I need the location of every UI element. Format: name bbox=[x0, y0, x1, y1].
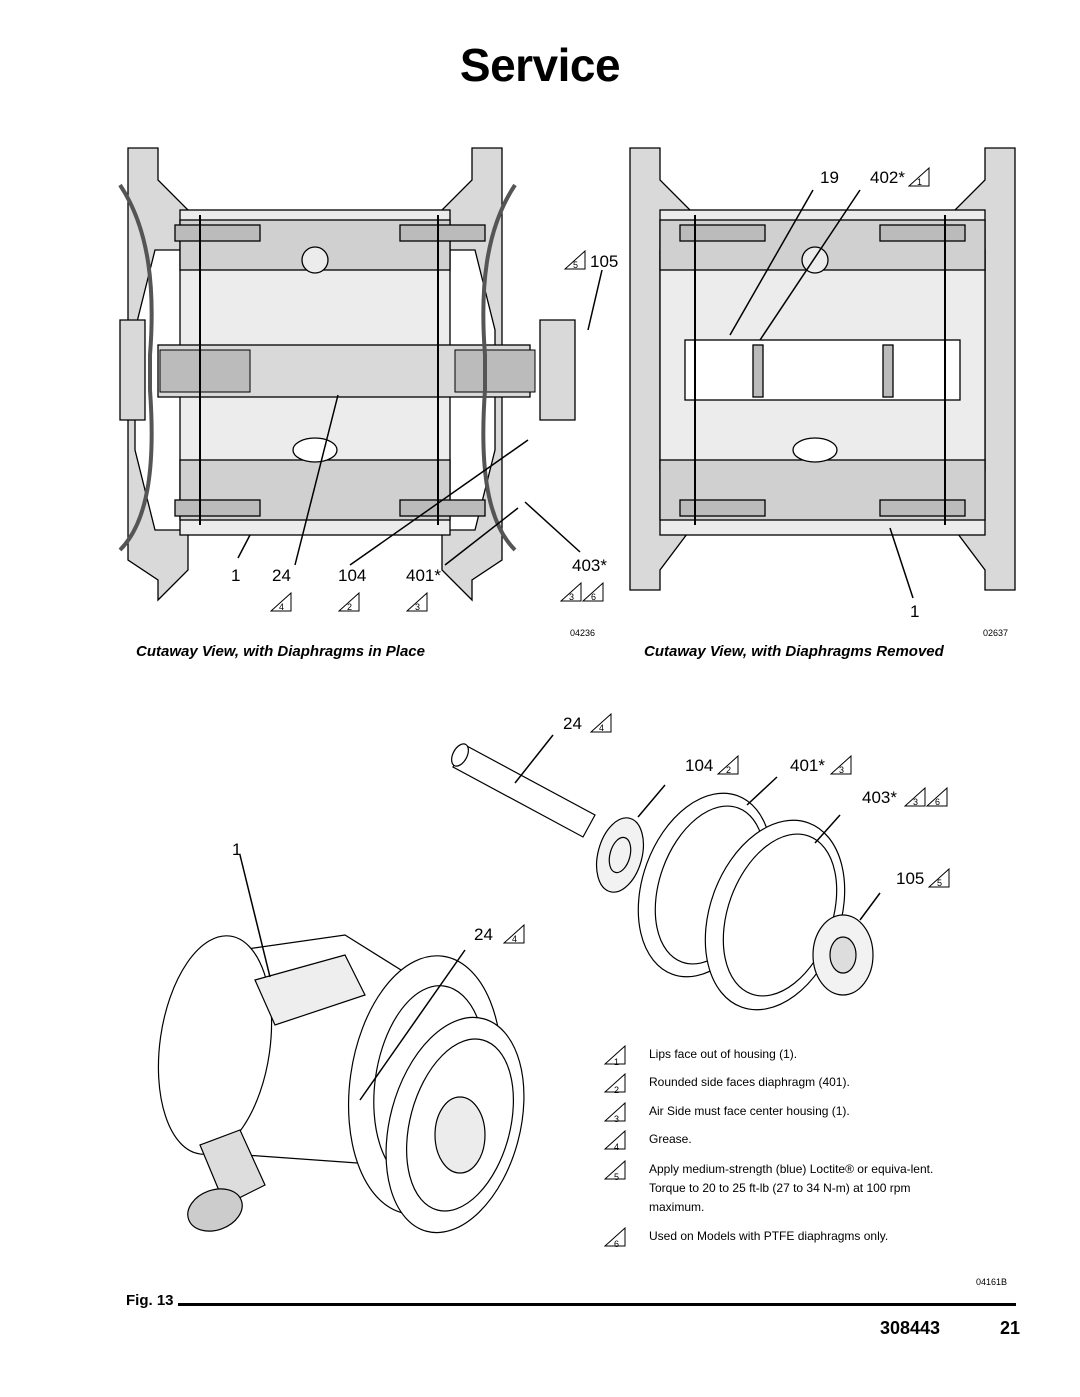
note-triangle-icon bbox=[604, 1102, 626, 1122]
triangle-number: 3 bbox=[569, 592, 575, 602]
note-triangle-icon bbox=[604, 1160, 626, 1180]
note-triangle-icon bbox=[926, 787, 948, 807]
callout-402: 402* bbox=[870, 168, 905, 187]
note-triangle-icon bbox=[590, 713, 612, 733]
note-triangle-icon bbox=[908, 167, 930, 187]
note-number: 1 bbox=[614, 1057, 620, 1067]
callout-403: 403* bbox=[862, 788, 897, 807]
triangle-number: 4 bbox=[599, 723, 605, 733]
note-triangle-icon bbox=[717, 755, 739, 775]
note-triangle-icon bbox=[830, 755, 852, 775]
page-number: 21 bbox=[1000, 1318, 1021, 1338]
note-text: Rounded side faces diaphragm (401). bbox=[649, 1075, 850, 1089]
note-triangle-icon bbox=[270, 592, 292, 612]
callout-401: 401* bbox=[406, 566, 441, 585]
note-text: Lips face out of housing (1). bbox=[649, 1047, 798, 1061]
note-triangle-icon bbox=[928, 868, 950, 888]
note-number: 6 bbox=[614, 1239, 620, 1249]
caption-diaphragms-removed: Cutaway View, with Diaphragms Removed bbox=[644, 643, 944, 660]
triangle-number: 4 bbox=[279, 602, 285, 612]
note-number: 2 bbox=[614, 1085, 620, 1095]
note-number: 4 bbox=[614, 1142, 620, 1152]
triangle-number: 6 bbox=[935, 797, 941, 807]
callout-105: 105 bbox=[590, 252, 619, 271]
callout-104: 104 bbox=[685, 756, 714, 775]
cutaway-diaphragms-removed-drawing bbox=[629, 147, 1016, 599]
callout-1: 1 bbox=[232, 840, 242, 859]
triangle-number: 4 bbox=[512, 934, 518, 944]
cutaway-diaphragms-in-place-drawing bbox=[118, 147, 603, 602]
triangle-number: 5 bbox=[937, 878, 943, 888]
triangle-number: 6 bbox=[591, 592, 597, 602]
callout-24: 24 bbox=[272, 566, 291, 585]
note-text: Air Side must face center housing (1). bbox=[649, 1104, 850, 1118]
note-triangle-icon bbox=[564, 250, 586, 270]
callout-1: 1 bbox=[910, 602, 920, 621]
exploded-assembly-drawing bbox=[157, 734, 881, 1234]
triangle-number: 5 bbox=[573, 260, 579, 270]
triangle-number: 3 bbox=[913, 797, 919, 807]
callout-104: 104 bbox=[338, 566, 367, 585]
note-text: Used on Models with PTFE diaphragms only… bbox=[649, 1229, 889, 1243]
callout-24: 24 bbox=[474, 925, 493, 944]
triangle-number: 1 bbox=[917, 177, 923, 187]
ref-code: 02637 bbox=[983, 628, 1009, 638]
triangle-number: 2 bbox=[347, 602, 353, 612]
ref-code: 04161B bbox=[976, 1277, 1008, 1287]
page-title: Service bbox=[459, 39, 621, 91]
figure-label: Fig. 13 bbox=[126, 1292, 174, 1309]
document-number: 308443 bbox=[880, 1318, 941, 1338]
triangle-number: 2 bbox=[726, 765, 732, 775]
note-triangle-icon bbox=[582, 582, 604, 602]
callout-401: 401* bbox=[790, 756, 825, 775]
ref-code: 04236 bbox=[570, 628, 596, 638]
note-triangle-icon bbox=[904, 787, 926, 807]
callout-19: 19 bbox=[820, 168, 839, 187]
triangle-number: 3 bbox=[415, 602, 421, 612]
callout-403: 403* bbox=[572, 556, 607, 575]
note-triangle-icon bbox=[338, 592, 360, 612]
note-triangle-icon bbox=[604, 1073, 626, 1093]
footer-rule bbox=[178, 1303, 1016, 1306]
note-triangle-icon bbox=[604, 1130, 626, 1150]
note-text: Apply medium-strength (blue) Loctite® or… bbox=[649, 1162, 934, 1214]
note-triangle-icon bbox=[604, 1045, 626, 1065]
callout-105: 105 bbox=[896, 869, 925, 888]
caption-diaphragms-in-place: Cutaway View, with Diaphragms in Place bbox=[136, 643, 425, 660]
triangle-number: 3 bbox=[839, 765, 845, 775]
note-triangle-icon bbox=[503, 924, 525, 944]
note-triangle-icon bbox=[604, 1227, 626, 1247]
note-number: 3 bbox=[614, 1114, 620, 1124]
note-triangle-icon bbox=[406, 592, 428, 612]
note-triangle-icon bbox=[560, 582, 582, 602]
callout-24: 24 bbox=[563, 714, 582, 733]
note-number: 5 bbox=[614, 1172, 620, 1182]
note-text: Grease. bbox=[649, 1132, 692, 1146]
callout-1: 1 bbox=[231, 566, 241, 585]
